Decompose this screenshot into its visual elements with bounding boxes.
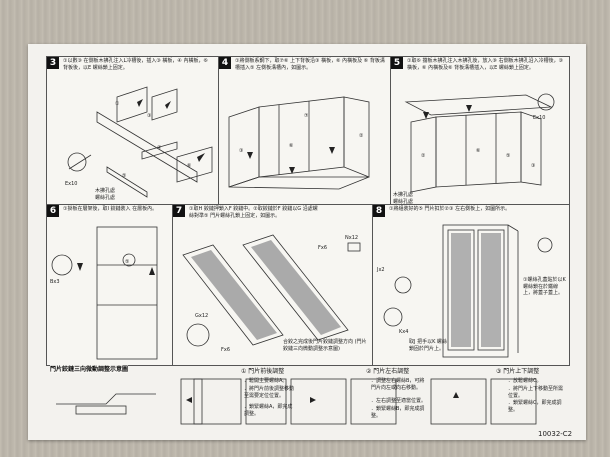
hole-label-2: 螺絲孔處	[95, 195, 116, 201]
hinge-label: Fx6	[318, 245, 328, 251]
svg-text:⑦: ⑦	[304, 113, 309, 119]
step-4-drawing: ③ ⑦ ② ⑥	[228, 96, 370, 190]
legend-line: ．左右調整至適當位置。	[371, 398, 427, 404]
step-8-drawing	[383, 224, 553, 358]
step-4-panel: 4 ①將側板系鋼下，取⑦⑥ 上下背板沿③ 橫板，⑥ 內橫板及 ⑥ 背板溝槽插入⑤…	[218, 56, 392, 210]
legend-title: 門片鉸鏈三向微動調整示意圖	[50, 364, 129, 373]
legend-item-front-back: ① 門片前後調整	[241, 368, 285, 375]
svg-text:①: ①	[115, 101, 120, 107]
svg-text:③: ③	[531, 163, 535, 169]
step-text: ①取⑥ 擋板木拂孔注入木拂孔後，放入⑨ 右側板木拂孔沿入冷槽後，③ 橫板，⑥ 內…	[407, 58, 564, 71]
step-text: ①以數③ 在側板木拂孔注入L冷槽後，插入③ 橫板，④ 內橫板，⑥ 背板後，以E …	[63, 58, 208, 71]
note-handle: 取J 把手以K 螺絲鎖固於門片上。	[409, 339, 447, 352]
step-text: ①將組裝好的⑤ 門片扣於②③ 左右側板上，如圖所示。	[389, 206, 511, 212]
legend-line: ．將門片上下移動至所需位置。	[508, 386, 564, 399]
svg-text:⑥: ⑥	[289, 143, 294, 149]
step-3-panel: 3 ①以數③ 在側板木拂孔注入L冷槽後，插入③ 橫板，④ 內橫板，⑥ 背板後，以…	[46, 56, 220, 210]
legend-line: ．放鬆螺絲C。	[508, 378, 542, 384]
step-number: 4	[219, 57, 231, 69]
legend-item-left-right: ② 門片左右調整	[366, 368, 410, 375]
svg-text:⑤: ⑤	[506, 153, 510, 159]
svg-text:③: ③	[147, 113, 151, 119]
step-number: 3	[47, 57, 59, 69]
step-number: 6	[47, 205, 59, 217]
legend-item-up-down: ③ 門片上下調整	[496, 368, 540, 375]
hinge-label-2: Fx6	[221, 347, 231, 353]
legend-line: ．鎖緊螺絲C，即完成調整。	[508, 400, 562, 413]
step-6-panel: 6 ①掛板在層架後，取I 鉸鏈裝入 在層板內。 ⑤ Bx3	[46, 204, 174, 366]
screw-label-k: Kx4	[399, 329, 409, 335]
legend-line: ．將門片前後調整移動至需要定位位置。	[244, 386, 295, 399]
step-number: 8	[373, 205, 385, 217]
screw-label: Ex10	[65, 181, 78, 187]
step-text: ①取H 鉸鏈押鎖入F 鉸鏈中。②取鉸鏈於F 鉸鏈以G 沿處螺絲對準⑤ 門片螺絲孔…	[189, 206, 318, 219]
handle-label: Jx2	[377, 267, 385, 273]
hole-label-2: 螺絲孔處	[393, 199, 414, 205]
hinge-note: 合鉸之完成後門片鉸鏈調整方向 (門片鉸鏈三向微動調整示意圖)	[283, 339, 367, 352]
hinge-adjust-legend: 門片鉸鏈三向微動調整示意圖 ① 門片前後調整 ．鬆開主要螺絲A。 ．將門片前後調…	[46, 364, 568, 430]
step-text: ①將側板系鋼下，取⑦⑥ 上下背板沿③ 橫板，⑥ 內橫板及 ⑥ 背板溝槽插入⑤ 左…	[235, 58, 385, 71]
step-5-panel: 5 ①取⑥ 擋板木拂孔注入木拂孔後，放入⑨ 右側板木拂孔沿入冷槽後，③ 橫板，⑥…	[390, 56, 570, 210]
step-6-drawing: ⑤	[51, 226, 158, 360]
svg-text:⑤: ⑤	[122, 173, 126, 179]
svg-text:④: ④	[157, 145, 162, 151]
svg-text:②: ②	[421, 153, 426, 159]
screw-label: Ex10	[533, 115, 546, 121]
hole-label: 木拂孔處	[393, 192, 414, 198]
legend-line: ．調整左右螺絲B，可將門片向左或向右移動。	[371, 378, 425, 391]
legend-drawings	[56, 378, 537, 425]
screw-label-g: Gx12	[195, 313, 209, 319]
svg-text:⑥: ⑥	[476, 148, 481, 154]
legend-line: ．鎖緊螺絲B，即完成調整。	[371, 406, 425, 419]
svg-text:⑥: ⑥	[187, 163, 192, 169]
svg-text:②: ②	[359, 133, 364, 139]
step-3-drawing: ① ③ ④ ⑥ ⑤	[67, 86, 213, 198]
hole-label: 木拂孔處	[95, 188, 116, 194]
step-8-panel: 8 ①將組裝好的⑤ 門片扣於②③ 左右側板上，如圖所示。 Jx2 Kx4 ①螺絲…	[372, 204, 570, 366]
step-text: ①掛板在層架後，取I 鉸鏈裝入 在層板內。	[63, 206, 158, 212]
step-number: 5	[391, 57, 403, 69]
step-7-drawing	[182, 234, 361, 347]
note-cap: ①螺絲孔蓋貼於以K 螺絲鎖在於鐵線上，將蓋子蓋上。	[523, 277, 566, 296]
svg-text:③: ③	[239, 148, 243, 154]
svg-text:⑤: ⑤	[125, 259, 129, 265]
instruction-sheet: 3 ①以數③ 在側板木拂孔注入L冷槽後，插入③ 橫板，④ 內橫板，⑥ 背板後，以…	[28, 44, 586, 440]
screw-label-n: Nx12	[345, 235, 359, 241]
step-number: 7	[173, 205, 185, 217]
step-7-panel: 7 ①取H 鉸鏈押鎖入F 鉸鏈中。②取鉸鏈於F 鉸鏈以G 沿處螺絲對準⑤ 門片螺…	[172, 204, 374, 366]
legend-line: ．鬆開主要螺絲A。	[244, 378, 288, 384]
document-code: 10032-C2	[538, 430, 573, 438]
screw-label: Bx3	[50, 279, 60, 285]
legend-line: ．鎖緊螺絲A，即完成調整。	[244, 404, 293, 417]
step-5-drawing: ② ⑥ ⑤ ③	[404, 93, 555, 193]
